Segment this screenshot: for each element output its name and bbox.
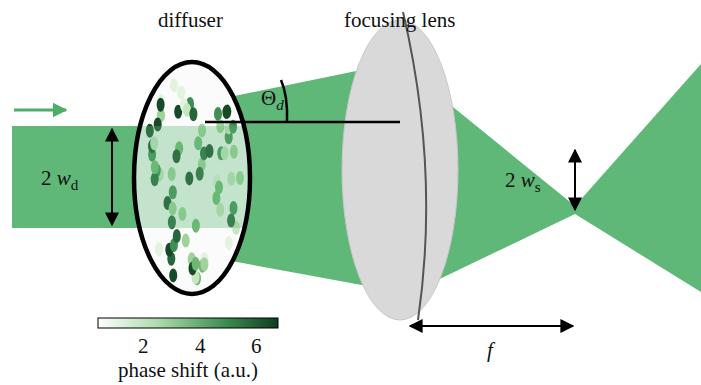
phase-dot <box>225 236 233 250</box>
phase-dot <box>192 257 200 271</box>
part-name: focusing lens <box>344 10 455 31</box>
phase-dot <box>157 98 165 112</box>
beam-width-arrow <box>111 129 113 225</box>
phase-dot <box>189 107 197 121</box>
spot-width-arrow <box>574 150 576 210</box>
phase-dot <box>182 234 190 248</box>
dimension-label: 2 ws <box>505 170 541 191</box>
phase-dot <box>177 86 185 100</box>
beam-direction-arrow <box>14 109 66 112</box>
colorbar-tick: 6 <box>251 336 262 357</box>
diffuser-rim <box>134 62 250 294</box>
dimension-label: f <box>487 340 493 361</box>
colorbar-tick: 4 <box>195 336 206 357</box>
angle-label: Θd <box>261 88 284 109</box>
phase-dot <box>214 107 222 121</box>
dimension-label: 2 wd <box>41 168 78 189</box>
colorbar <box>98 318 278 328</box>
beam-on-diffuser <box>130 126 255 228</box>
phase-dot <box>173 229 181 243</box>
focusing-lens <box>342 20 458 320</box>
phase-dot <box>155 242 163 256</box>
phase-dot <box>222 105 230 119</box>
phase-dot <box>223 105 231 119</box>
phase-dot <box>169 268 177 282</box>
focal-length-arrow <box>410 325 573 327</box>
output-beam <box>575 64 701 292</box>
lens-edge-line <box>403 12 426 320</box>
phase-dot <box>170 78 178 92</box>
part-name: diffuser <box>158 10 223 31</box>
phase-dot <box>200 257 208 271</box>
colorbar-title: phase shift (a.u.) <box>118 360 258 381</box>
colorbar-tick: 2 <box>138 336 149 357</box>
optical-axis-line <box>205 121 400 124</box>
